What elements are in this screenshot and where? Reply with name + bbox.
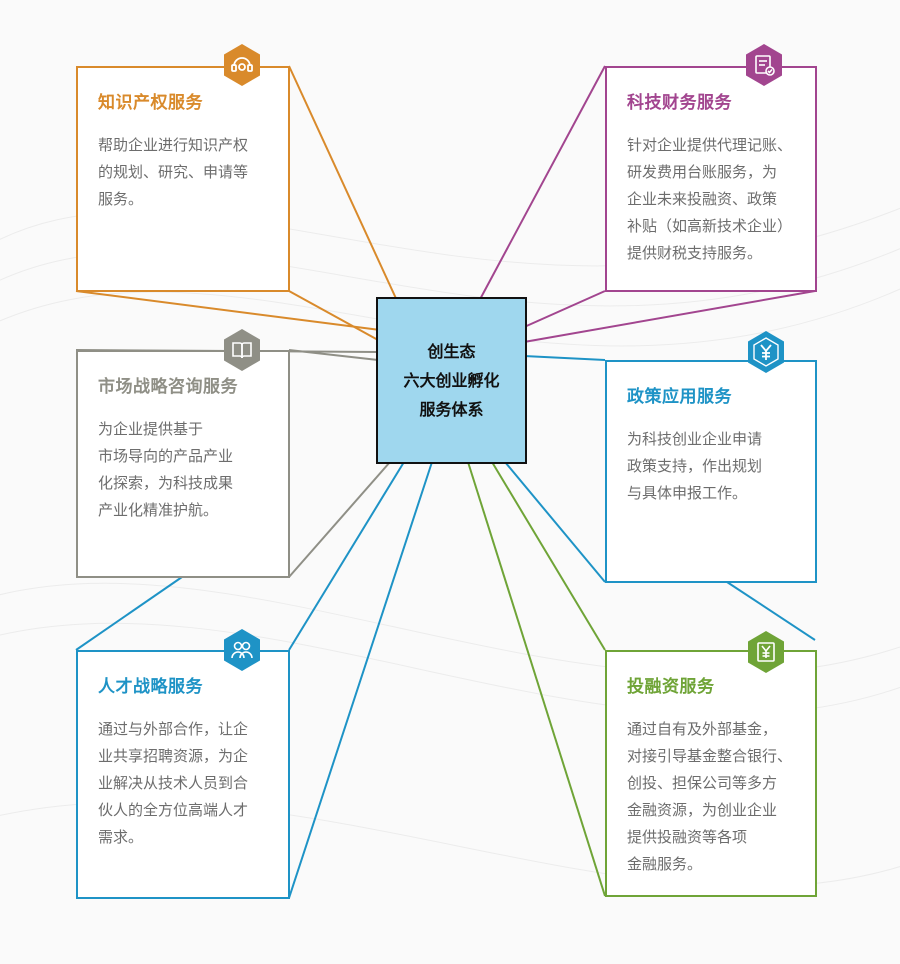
card-market: 市场战略咨询服务 为企业提供基于 市场导向的产品产业 化探索，为科技成果 产业化… bbox=[76, 350, 290, 578]
card-line: 政策支持，作出规划 bbox=[627, 457, 763, 475]
card-line: 产业化精准护航。 bbox=[98, 501, 219, 519]
yen-icon bbox=[746, 330, 786, 374]
card-line: 金融服务。 bbox=[627, 855, 703, 873]
card-line: 补贴（如高新技术企业） bbox=[627, 217, 793, 235]
card-title: 人才战略服务 bbox=[98, 677, 203, 697]
invoice-check-icon bbox=[744, 43, 784, 87]
card-line: 服务。 bbox=[98, 190, 144, 208]
card-line: 为企业提供基于 bbox=[98, 420, 204, 438]
card-line: 创投、担保公司等多方 bbox=[627, 774, 778, 792]
card-line: 的规划、研究、申请等 bbox=[98, 163, 249, 181]
card-line: 研发费用台账服务，为 bbox=[627, 163, 778, 181]
yen-document-icon bbox=[746, 630, 786, 674]
card-ip: 知识产权服务 帮助企业进行知识产权 的规划、研究、申请等 服务。 bbox=[76, 66, 290, 292]
card-finance: 科技财务服务 针对企业提供代理记账、 研发费用台账服务，为 企业未来投融资、政策… bbox=[605, 66, 817, 292]
card-line: 市场导向的产品产业 bbox=[98, 447, 234, 465]
card-title: 市场战略咨询服务 bbox=[98, 377, 238, 397]
center-hub: 创生态 六大创业孵化 服务体系 bbox=[376, 297, 527, 464]
card-line: 金融资源，为创业企业 bbox=[627, 801, 778, 819]
card-text: 针对企业提供代理记账、 研发费用台账服务，为 企业未来投融资、政策 补贴（如高新… bbox=[627, 132, 792, 267]
card-line: 需求。 bbox=[98, 828, 144, 846]
people-icon bbox=[222, 628, 262, 672]
card-line: 针对企业提供代理记账、 bbox=[627, 136, 793, 154]
card-line: 企业未来投融资、政策 bbox=[627, 190, 778, 208]
card-line: 化探索，为科技成果 bbox=[98, 474, 234, 492]
card-line: 伙人的全方位高端人才 bbox=[98, 801, 249, 819]
card-line: 提供投融资等各项 bbox=[627, 828, 748, 846]
card-line: 与具体申报工作。 bbox=[627, 484, 748, 502]
card-text: 为企业提供基于 市场导向的产品产业 化探索，为科技成果 产业化精准护航。 bbox=[98, 416, 233, 524]
card-line: 为科技创业企业申请 bbox=[627, 430, 763, 448]
card-line: 业共享招聘资源，为企 bbox=[98, 747, 249, 765]
card-text: 通过与外部合作，让企 业共享招聘资源，为企 业解决从技术人员到合 伙人的全方位高… bbox=[98, 716, 248, 851]
card-line: 通过与外部合作，让企 bbox=[98, 720, 249, 738]
card-investment: 投融资服务 通过自有及外部基金， 对接引导基金整合银行、 创投、担保公司等多方 … bbox=[605, 650, 817, 897]
card-line: 提供财税支持服务。 bbox=[627, 244, 763, 262]
card-title: 知识产权服务 bbox=[98, 93, 203, 113]
card-line: 业解决从技术人员到合 bbox=[98, 774, 249, 792]
card-line: 帮助企业进行知识产权 bbox=[98, 136, 249, 154]
card-title: 投融资服务 bbox=[627, 677, 715, 697]
headset-icon bbox=[222, 43, 262, 87]
card-text: 帮助企业进行知识产权 的规划、研究、申请等 服务。 bbox=[98, 132, 248, 213]
card-policy: 政策应用服务 为科技创业企业申请 政策支持，作出规划 与具体申报工作。 bbox=[605, 360, 817, 583]
book-icon bbox=[222, 328, 262, 372]
center-title-line: 六大创业孵化 bbox=[403, 371, 500, 390]
card-talent: 人才战略服务 通过与外部合作，让企 业共享招聘资源，为企 业解决从技术人员到合 … bbox=[76, 650, 290, 899]
card-line: 对接引导基金整合银行、 bbox=[627, 747, 793, 765]
card-title: 科技财务服务 bbox=[627, 93, 732, 113]
card-text: 为科技创业企业申请 政策支持，作出规划 与具体申报工作。 bbox=[627, 426, 762, 507]
center-title-line: 创生态 bbox=[427, 342, 476, 361]
card-title: 政策应用服务 bbox=[627, 387, 732, 407]
card-line: 通过自有及外部基金， bbox=[627, 720, 778, 738]
center-title-line: 服务体系 bbox=[419, 400, 484, 419]
card-text: 通过自有及外部基金， 对接引导基金整合银行、 创投、担保公司等多方 金融资源，为… bbox=[627, 716, 792, 878]
